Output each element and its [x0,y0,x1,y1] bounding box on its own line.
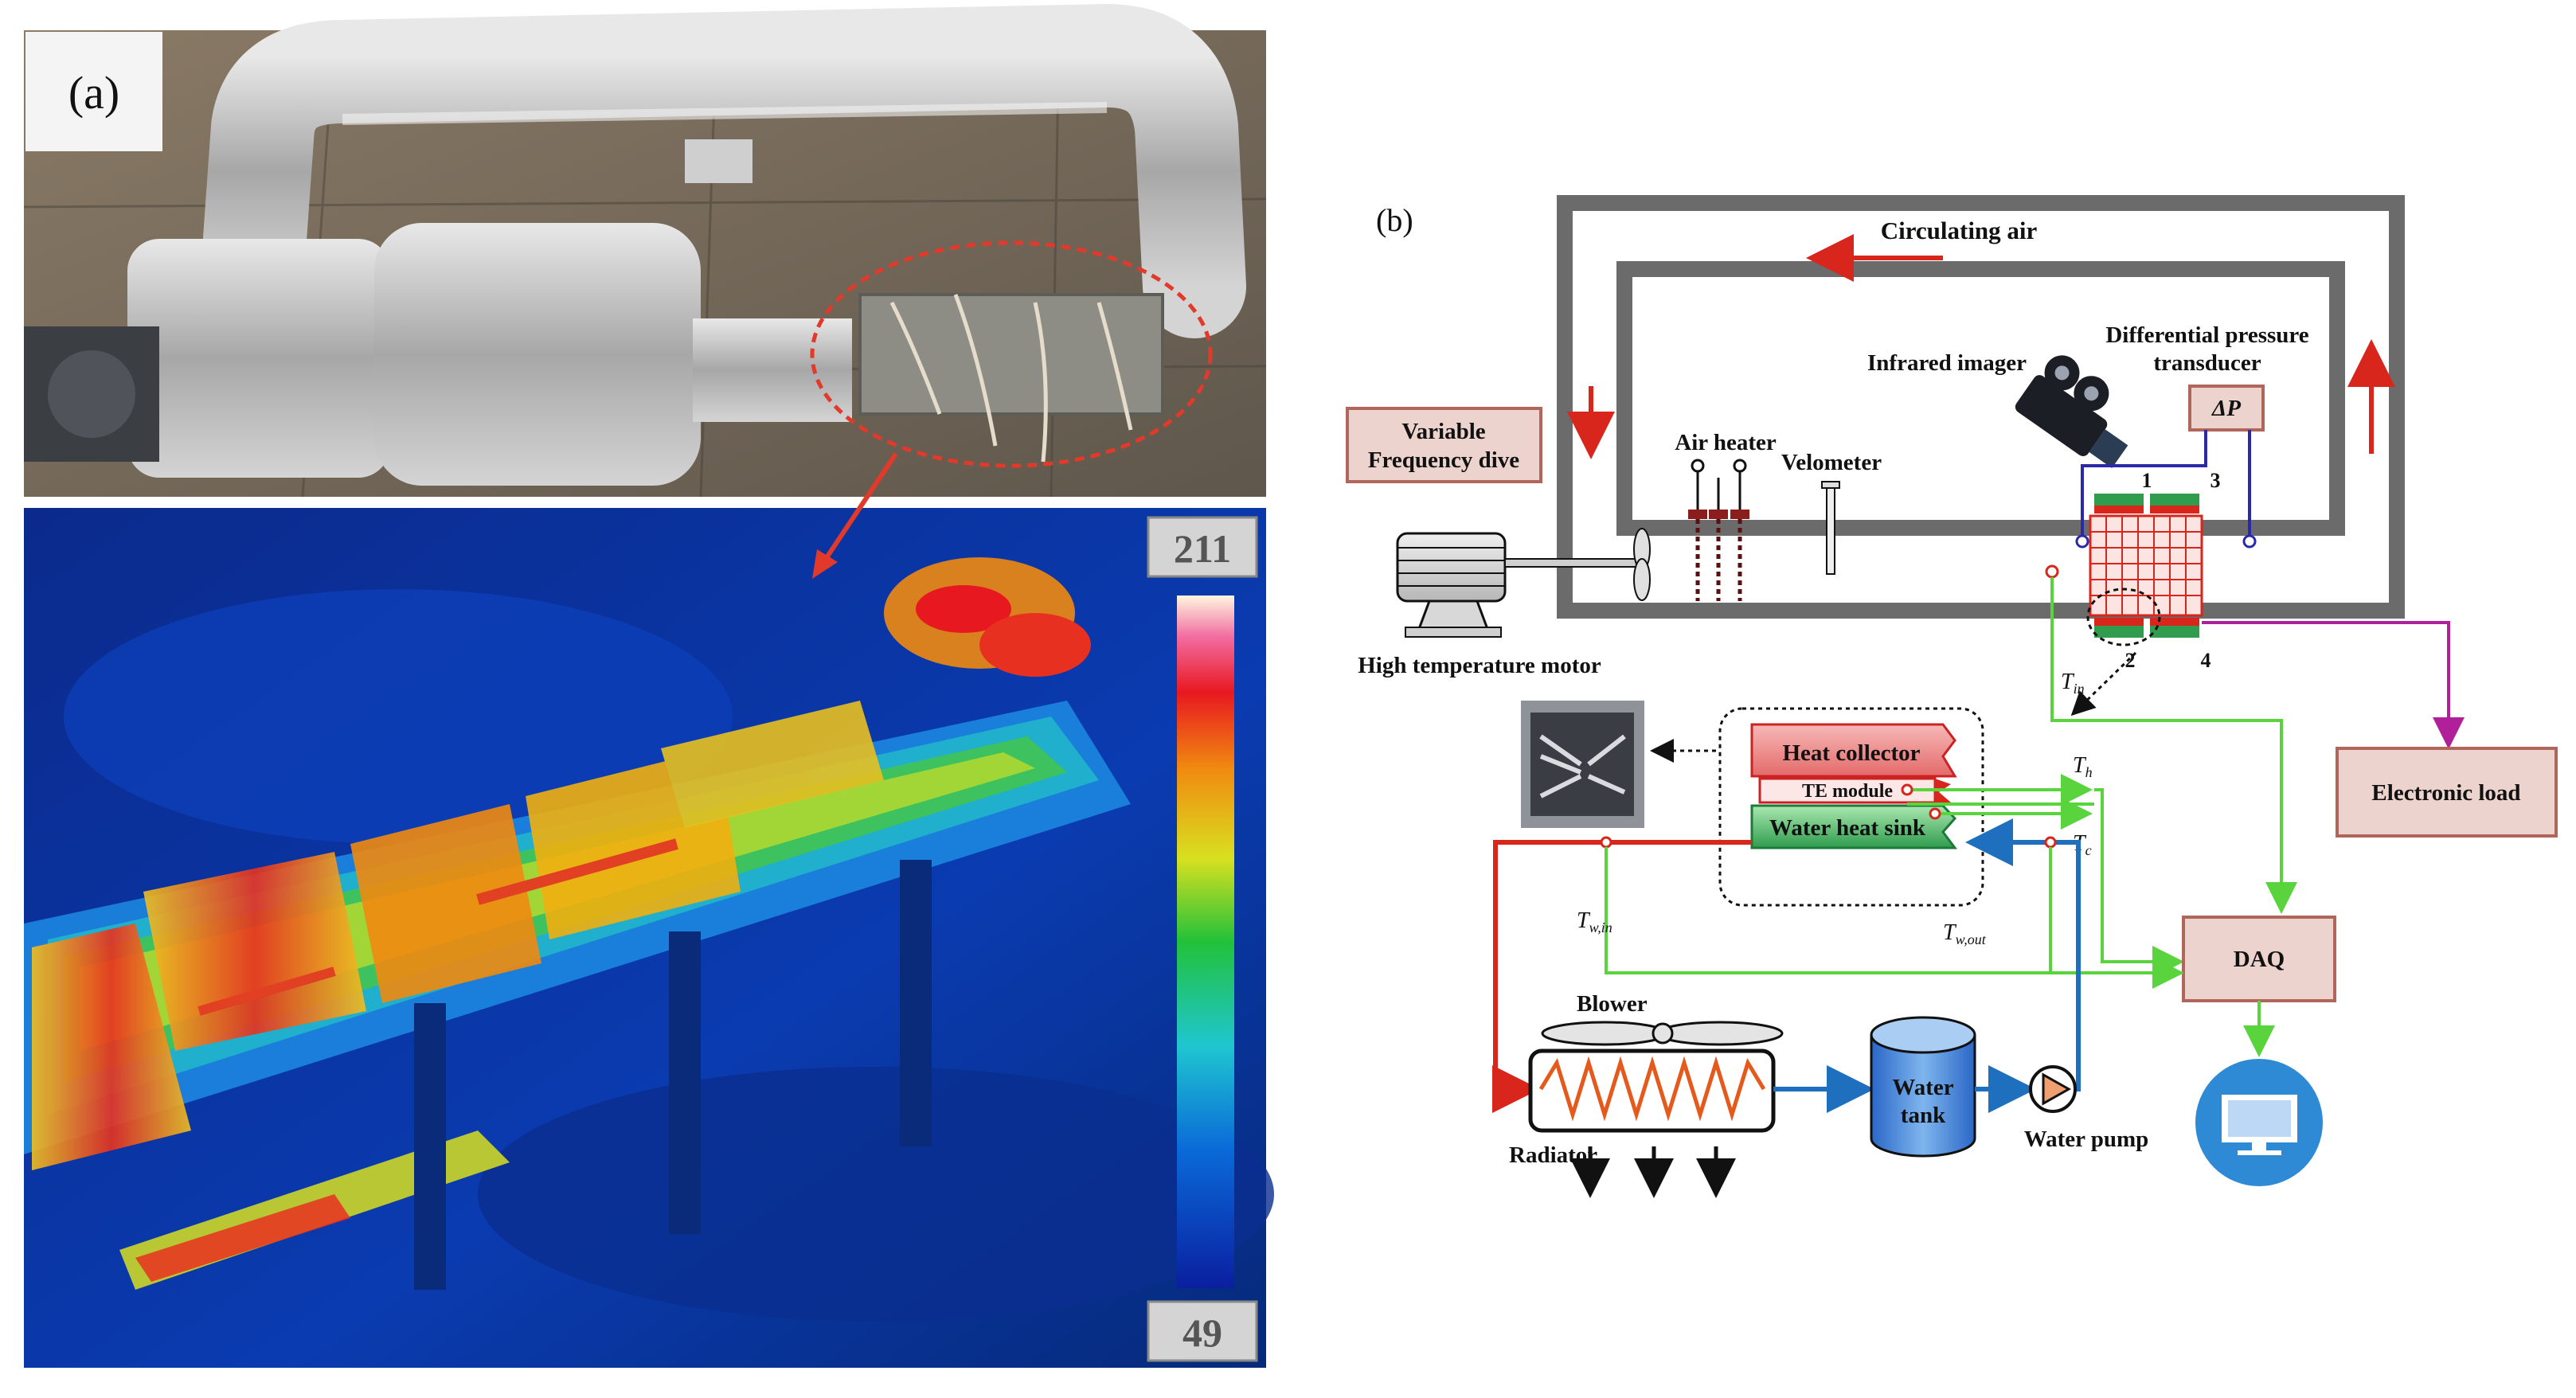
heat-sink-photo [1521,701,1644,828]
teg-test-section: 1 3 2 4 [2086,469,2221,672]
motor-label: High temperature motor [1358,653,1601,678]
radiator-label: Radiator [1509,1142,1597,1168]
water-tank-label-line1: Water [1892,1075,1953,1100]
zoom-arrow [812,452,898,579]
variable-frequency-drive: Variable Frequency dive [1346,407,1542,483]
blower: Blower [1541,991,1784,1046]
colorbar [1177,596,1234,1288]
tap-1: 1 [2142,469,2152,492]
water-tank-label-line2: tank [1901,1103,1946,1128]
blower-label: Blower [1577,991,1648,1017]
air-duct-loop [1557,195,2405,619]
tap-4: 4 [2201,649,2211,672]
cold-water-line [1965,818,2081,1091]
t-in-sensor: Tin [2045,564,2085,701]
camera-icon [2015,355,2128,469]
detail-box [1718,707,1984,907]
electronic-load-label: Electronic load [2371,780,2520,806]
water-tank: Water tank [1870,1016,1976,1158]
air-heater-label: Air heater [1675,430,1777,455]
colorbar-max: 211 [1174,526,1231,571]
daq-box: DAQ [2182,916,2336,1002]
infrared-imager: Infrared imager [1867,350,2128,469]
circulating-air-label: Circulating air [1881,217,2038,244]
panel-a: (a) [0,0,1274,1394]
daq-label: DAQ [2234,947,2285,972]
th-tc-signal-lines [1907,774,2184,978]
water-pump: Water pump [2024,1065,2149,1152]
radiator: Radiator [1509,1048,1776,1198]
electronic-load: Electronic load [2336,747,2558,838]
t-w-out-label: Tw,out [1943,920,1987,947]
tap-3: 3 [2211,469,2221,492]
dp-label-line2: transducer [2153,350,2261,376]
water-heat-sink: Water heat sink [1750,804,1957,849]
detail-circle [2086,588,2161,646]
panel-b: (b) Circulating air Variable Frequency d… [1274,0,2576,1394]
panel-a-label: (a) [68,67,119,119]
panel-a-figure: (a) [23,3,1274,1368]
dp-label-line1: Differential pressure [2105,322,2308,348]
water-heat-sink-label: Water heat sink [1769,815,1926,841]
velometer: Velometer [1781,450,1882,575]
air-heater: Air heater [1675,430,1777,601]
infrared-image: 211 49 [24,508,1274,1368]
detail-arrow [2070,651,2137,717]
infrared-imager-label: Infrared imager [1867,350,2027,376]
heat-collector-label: Heat collector [1782,740,1920,766]
delta-p-label: ΔP [2211,396,2241,421]
t-h-label: Th [2073,753,2093,780]
apparatus-photo: (a) [23,3,1267,498]
high-temperature-motor: High temperature motor [1358,528,1651,678]
t-in-label: Tin [2061,670,2085,697]
load-wire [2202,621,2465,749]
panel-b-label: (b) [1376,202,1413,238]
vfd-label-line1: Variable [1401,419,1485,444]
hot-water-line [1492,840,1752,1113]
water-pump-label: Water pump [2024,1127,2149,1152]
heat-collector: Heat collector [1750,723,1957,778]
computer-icon [2195,1059,2323,1186]
te-module-label: TE module [1802,781,1893,802]
differential-pressure-transducer: Differential pressure transducer ΔP [2075,322,2309,549]
t-w-in-label: Tw,in [1577,908,1612,935]
system-schematic: (b) Circulating air Variable Frequency d… [1346,195,2558,1198]
t-w-in-line [1605,847,2184,989]
t-in-to-daq [2050,701,2297,914]
colorbar-min: 49 [1182,1310,1222,1355]
velometer-label: Velometer [1781,450,1882,475]
vfd-label-line2: Frequency dive [1368,447,1519,473]
